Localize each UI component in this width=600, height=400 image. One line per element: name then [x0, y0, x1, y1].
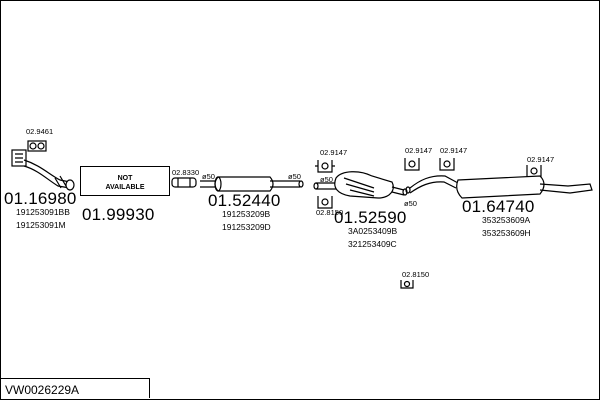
part-ref-3a: 191253209B — [222, 209, 271, 219]
fitting-label-2: 02.8330 — [172, 168, 200, 177]
fitting-label-3: 02.9147 — [320, 148, 348, 157]
part-number-3: 01.52440 — [208, 191, 281, 210]
diameter-label-3: ø50 — [320, 175, 333, 184]
part-ref-1a: 191253091BB — [16, 207, 70, 217]
diameter-label-1: ø50 — [202, 172, 215, 181]
part-number-1: 01.16980 — [4, 189, 77, 208]
part-ref-3b: 191253209D — [222, 222, 271, 232]
not-available-box: NOT AVAILABLE — [80, 166, 170, 196]
part-number-4: 01.52590 — [334, 208, 407, 227]
not-available-line-1: NOT — [117, 175, 133, 182]
fitting-label-8: 02.9147 — [527, 155, 555, 164]
part-number-5: 01.64740 — [462, 197, 535, 216]
part-ref-1b: 191253091M — [16, 220, 66, 230]
rubber-mount-drawing — [315, 158, 542, 289]
part-ref-5b: 353253609H — [482, 228, 531, 238]
centre-silencer-drawing — [200, 176, 304, 192]
not-available-line-2: AVAILABLE — [105, 184, 145, 191]
diagram-code-box: VW0026229A — [0, 378, 150, 398]
rear-silencer-drawing — [405, 175, 593, 199]
gasket-drawing — [27, 140, 47, 152]
diagram-code: VW0026229A — [5, 383, 80, 397]
diameter-label-2: ø50 — [288, 172, 301, 181]
fitting-label-7: 02.9147 — [440, 146, 468, 155]
mid-silencer-drawing — [313, 171, 408, 199]
part-ref-4b: 321253409C — [348, 239, 397, 249]
diameter-label-4: ø50 — [404, 199, 417, 208]
part-number-2: 01.99930 — [82, 205, 155, 224]
fitting-label-6: 02.8150 — [402, 270, 430, 279]
fitting-label-4: 02.8150 — [316, 208, 344, 217]
clamp-drawing — [171, 177, 197, 188]
fitting-label-5: 02.9147 — [405, 146, 433, 155]
front-pipe-drawing — [11, 149, 75, 191]
part-ref-5a: 353253609A — [482, 215, 531, 225]
fitting-label-1: 02.9461 — [26, 127, 54, 136]
part-ref-4a: 3A0253409B — [348, 226, 398, 236]
